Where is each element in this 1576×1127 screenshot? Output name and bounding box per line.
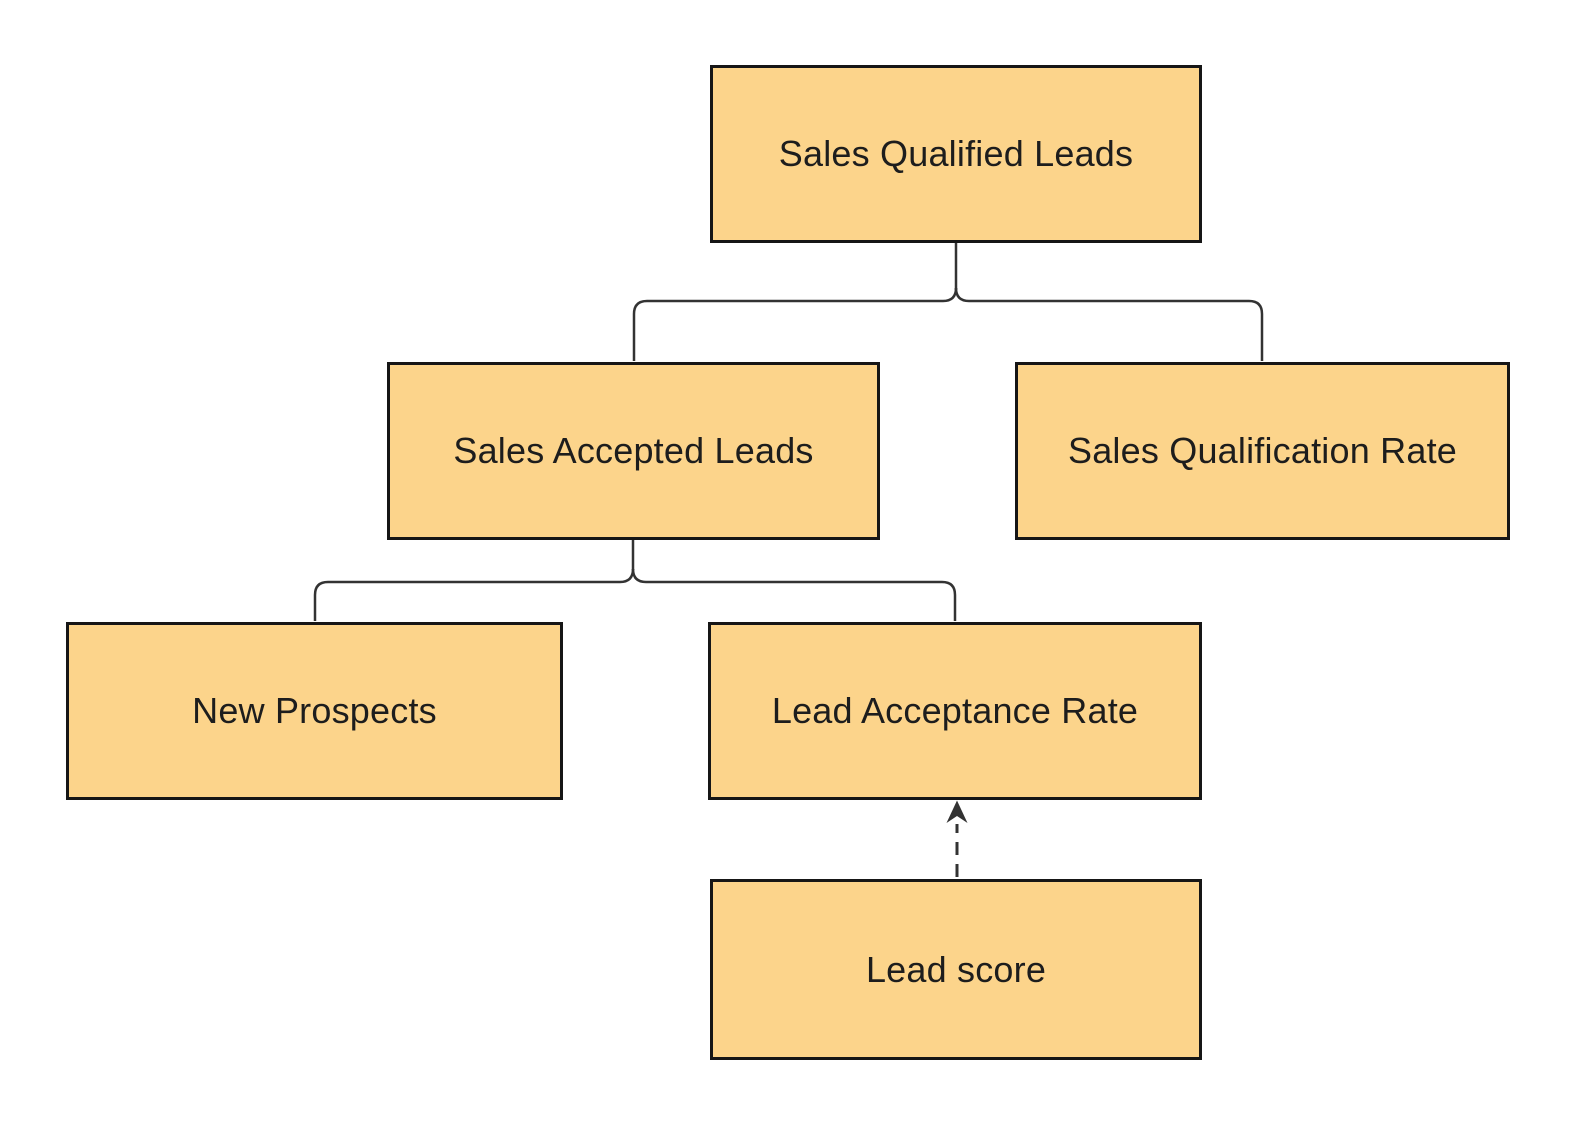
- node-new-prospects[interactable]: New Prospects: [66, 622, 563, 800]
- edge-sql-to-sal: [632, 287, 958, 361]
- edge-sal-to-np: [313, 568, 635, 621]
- edge-sql-to-sqr: [954, 287, 1264, 361]
- node-sales-qualified-leads[interactable]: Sales Qualified Leads: [710, 65, 1202, 243]
- node-sales-accepted-leads[interactable]: Sales Accepted Leads: [387, 362, 880, 540]
- node-label: New Prospects: [192, 690, 437, 732]
- node-label: Sales Qualification Rate: [1067, 430, 1457, 472]
- node-label: Sales Accepted Leads: [453, 430, 814, 472]
- node-lead-acceptance-rate[interactable]: Lead Acceptance Rate: [708, 622, 1202, 800]
- node-label: Lead Acceptance Rate: [771, 690, 1139, 732]
- edge-sal-to-lar: [631, 568, 957, 621]
- node-label: Lead score: [865, 948, 1047, 990]
- node-label: Sales Qualified Leads: [778, 133, 1134, 175]
- node-lead-score[interactable]: Lead score: [710, 879, 1202, 1060]
- edge-ls-to-lar-arrowhead-icon: [946, 800, 968, 823]
- node-sales-qualification-rate[interactable]: Sales Qualification Rate: [1015, 362, 1510, 540]
